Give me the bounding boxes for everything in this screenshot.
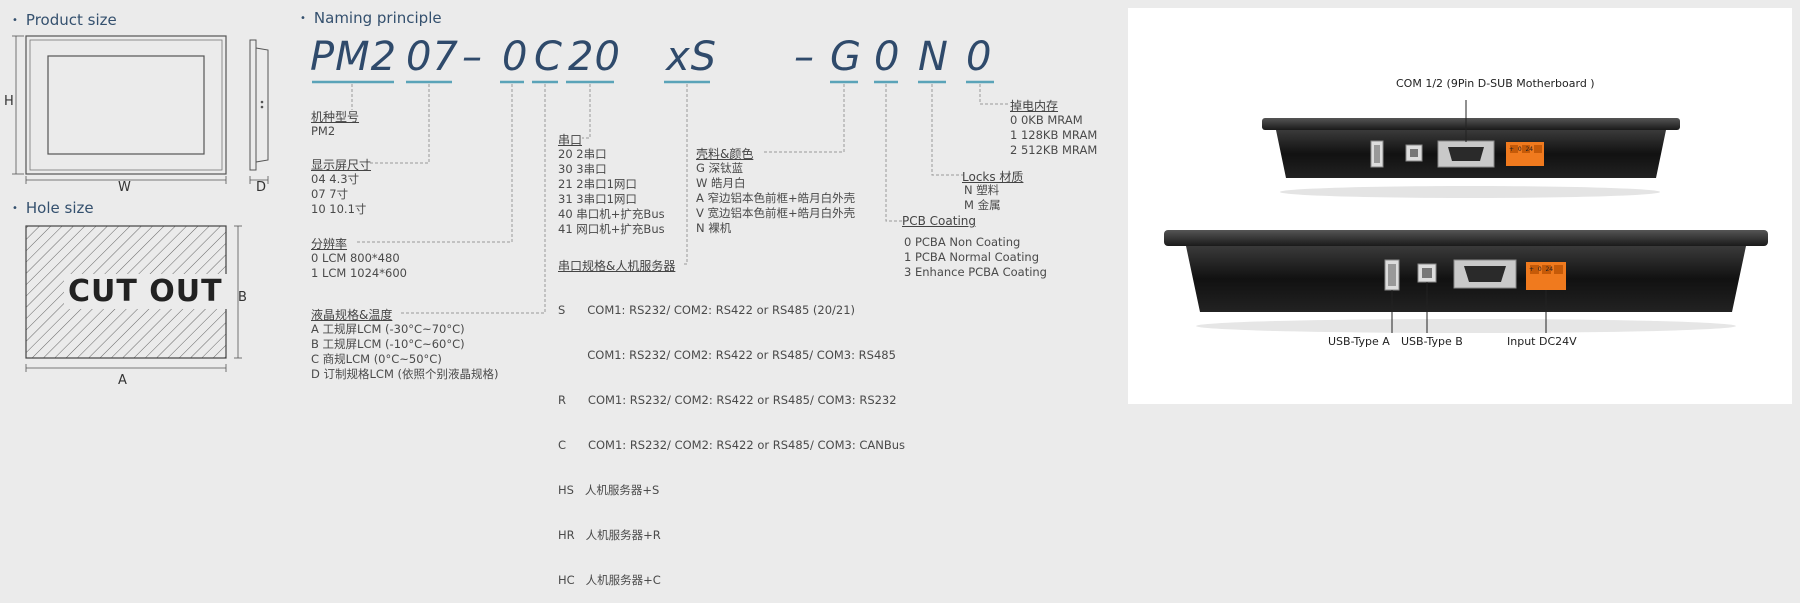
pcb-item: 3 Enhance PCBA Coating: [904, 265, 1047, 279]
code-seg-serial-spec: xS: [666, 34, 718, 80]
resolution-items: 0 LCM 800*480 1 LCM 1024*600: [311, 251, 407, 281]
lcd-heading: 液晶规格&温度: [311, 308, 393, 322]
pcb-heading: PCB Coating: [902, 214, 976, 228]
model-heading: 机种型号: [311, 110, 360, 124]
serial-spec-item: HC 人机服务器+C: [558, 573, 661, 587]
com-port-callout: COM 1/2 (9Pin D-SUB Motherboard ): [1396, 77, 1595, 90]
serial-spec-item: HR 人机服务器+R: [558, 528, 661, 542]
terminal-label-bottom: + 0 24: [1529, 266, 1554, 273]
code-seg-dash-1: –: [462, 34, 483, 80]
serial-item: 40 串口机+扩充Bus: [558, 207, 665, 221]
lcd-item: A 工规屏LCM (-30°C~70°C): [311, 322, 465, 336]
memory-heading: 掉电内存: [1010, 99, 1059, 113]
memory-items: 0 0KB MRAM 1 128KB MRAM 2 512KB MRAM: [1010, 113, 1097, 158]
screen-item: 07 7寸: [311, 187, 349, 201]
screen-item: 10 10.1寸: [311, 202, 367, 216]
cutout-label-box: CUT OUT: [64, 274, 227, 309]
usb-type-a-callout: USB-Type A: [1328, 335, 1390, 348]
model-item: PM2: [311, 124, 336, 138]
hole-size-title: •Hole size: [12, 199, 94, 217]
serial-item: 20 2串口: [558, 147, 607, 161]
locks-items: N 塑料 M 金属: [964, 183, 1001, 213]
serial-spec-item: S COM1: RS232/ COM2: RS422 or RS485 (20/…: [558, 303, 856, 317]
serial-spec-item: HS 人机服务器+S: [558, 483, 660, 497]
dim-b-label: B: [238, 290, 247, 305]
code-seg-shell: G: [830, 34, 862, 80]
dim-d-label: D: [256, 180, 267, 195]
naming-principle-title: •Naming principle: [300, 9, 442, 27]
pcb-item: 0 PCBA Non Coating: [904, 235, 1021, 249]
screen-heading: 显示屏尺寸: [311, 158, 372, 172]
dim-w-label: W: [118, 180, 131, 195]
ports-panel: [1128, 8, 1792, 404]
screen-item: 04 4.3寸: [311, 172, 360, 186]
locks-item: N 塑料: [964, 183, 1000, 197]
resolution-item: 1 LCM 1024*600: [311, 266, 407, 280]
pcb-items: 0 PCBA Non Coating 1 PCBA Normal Coating…: [904, 235, 1047, 280]
memory-item: 2 512KB MRAM: [1010, 143, 1098, 157]
dim-h-label: H: [4, 94, 14, 109]
shell-item: N 裸机: [696, 221, 732, 235]
code-seg-pcb: 0: [874, 34, 901, 80]
power-input-callout: Input DC24V: [1507, 335, 1577, 348]
serial-heading: 串口: [558, 133, 583, 147]
cutout-label: CUT OUT: [68, 274, 223, 309]
locks-heading: Locks 材质: [962, 170, 1024, 184]
memory-item: 1 128KB MRAM: [1010, 128, 1098, 142]
lcd-item: D 订制规格LCM (依照个别液晶规格): [311, 367, 499, 381]
shell-heading: 壳料&颜色: [696, 147, 754, 161]
serial-item: 31 3串口1网口: [558, 192, 637, 206]
shell-item: W 皓月白: [696, 176, 746, 190]
serial-spec-heading: 串口规格&人机服务器: [558, 259, 676, 273]
shell-items: G 深钛蓝 W 皓月白 A 窄边铝本色前框+皓月白外壳 V 宽边铝本色前框+皓月…: [696, 161, 855, 236]
resolution-item: 0 LCM 800*480: [311, 251, 400, 265]
serial-item: 21 2串口1网口: [558, 177, 637, 191]
serial-spec-items: S COM1: RS232/ COM2: RS422 or RS485 (20/…: [558, 273, 905, 603]
shell-item: A 窄边铝本色前框+皓月白外壳: [696, 191, 856, 205]
screen-items: 04 4.3寸 07 7寸 10 10.1寸: [311, 172, 366, 217]
naming-leader-lines: [312, 80, 1010, 314]
lcd-items: A 工规屏LCM (-30°C~70°C) B 工规屏LCM (-10°C~60…: [311, 322, 499, 382]
code-seg-dash-2: –: [794, 34, 815, 80]
code-seg-serial: 20: [568, 34, 621, 80]
product-size-drawing: [12, 35, 269, 184]
shell-item: V 宽边铝本色前框+皓月白外壳: [696, 206, 856, 220]
serial-spec-item: R COM1: RS232/ COM2: RS422 or RS485/ COM…: [558, 393, 897, 407]
serial-spec-item: COM1: RS232/ COM2: RS422 or RS485/ COM3:…: [558, 348, 896, 362]
serial-items: 20 2串口 30 3串口 21 2串口1网口 31 3串口1网口 40 串口机…: [558, 147, 665, 237]
resolution-heading: 分辨率: [311, 237, 348, 251]
code-seg-locks: N: [918, 34, 949, 80]
locks-item: M 金属: [964, 198, 1001, 212]
serial-spec-item: C COM1: RS232/ COM2: RS422 or RS485/ COM…: [558, 438, 906, 452]
lcd-item: C 商规LCM (0°C~50°C): [311, 352, 442, 366]
model-items: PM2: [311, 124, 335, 139]
code-seg-lcd: C: [534, 34, 563, 80]
shell-item: G 深钛蓝: [696, 161, 744, 175]
ports-illustration: [1164, 100, 1768, 333]
serial-item: 41 网口机+扩充Bus: [558, 222, 665, 236]
code-seg-resolution: 0: [502, 34, 529, 80]
code-seg-model: PM2: [310, 34, 398, 80]
pcb-item: 1 PCBA Normal Coating: [904, 250, 1040, 264]
lcd-item: B 工规屏LCM (-10°C~60°C): [311, 337, 465, 351]
serial-item: 30 3串口: [558, 162, 607, 176]
terminal-label-top: + 0 24: [1509, 146, 1534, 153]
usb-type-b-callout: USB-Type B: [1401, 335, 1463, 348]
product-size-title: •Product size: [12, 11, 117, 29]
memory-item: 0 0KB MRAM: [1010, 113, 1083, 127]
dim-a-label: A: [118, 373, 127, 388]
code-seg-screen: 07: [406, 34, 459, 80]
code-seg-memory: 0: [966, 34, 993, 80]
